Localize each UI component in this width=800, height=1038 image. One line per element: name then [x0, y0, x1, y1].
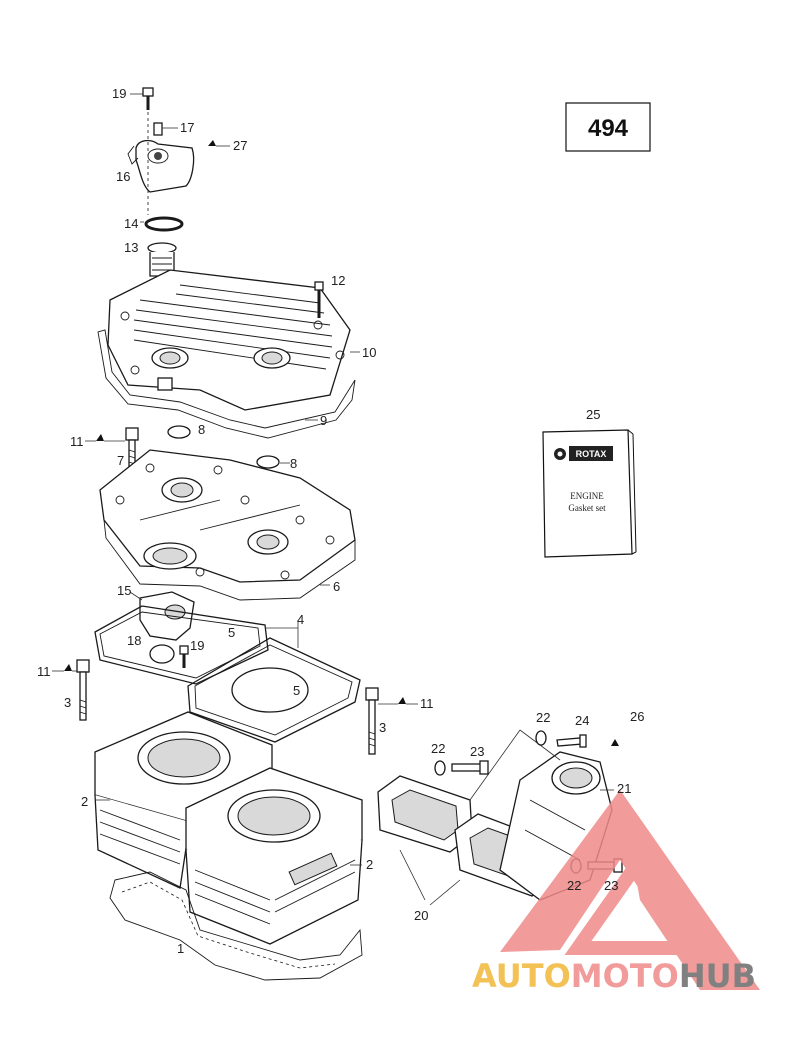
callout-label: 10 — [362, 345, 376, 360]
head-gasket-right — [187, 637, 361, 743]
cylinder-head — [99, 449, 356, 601]
callout-label: 20 — [414, 908, 428, 923]
callout-label: 5 — [293, 683, 300, 698]
base-gasket — [109, 871, 363, 981]
cover-gasket — [97, 329, 356, 439]
watermark-auto: AUTO — [472, 957, 571, 995]
callout-label: 8 — [198, 422, 205, 437]
callout-label: 8 — [290, 456, 297, 471]
callout-label: 25 — [586, 407, 600, 422]
bolt-3-right — [365, 687, 418, 755]
gasket-set-line1: ENGINE — [570, 491, 604, 501]
watermark-moto: MOTO — [571, 957, 679, 995]
callout-label: 23 — [470, 744, 484, 759]
callout-label: 13 — [124, 240, 138, 255]
callout-label: 22 — [536, 710, 550, 725]
callout-label: 23 — [604, 878, 618, 893]
automotohub-watermark: AUTOMOTOHUB — [472, 790, 760, 995]
callout-label: 24 — [575, 713, 589, 728]
svg-text:AUTOMOTOHUB: AUTOMOTOHUB — [472, 957, 756, 995]
cylinder-head-cover — [107, 269, 360, 411]
callout-label: 7 — [117, 453, 124, 468]
callout-label: 12 — [331, 273, 345, 288]
callout-label: 27 — [233, 138, 247, 153]
watermark-hub: HUB — [679, 957, 756, 995]
callout-label: 17 — [180, 120, 194, 135]
callout-label: 22 — [431, 741, 445, 756]
o-ring-8 — [167, 425, 290, 469]
callout-label: 2 — [366, 857, 373, 872]
callout-label: 18 — [127, 633, 141, 648]
callout-label: 11 — [70, 434, 84, 449]
callout-labels: 19 17 27 16 14 13 12 10 9 11 8 7 8 25 6 … — [37, 86, 644, 956]
callout-label: 11 — [37, 664, 51, 679]
callout-label: 15 — [117, 583, 131, 598]
head-gasket-left — [94, 605, 299, 685]
callout-label: 14 — [124, 216, 138, 231]
gasket-set-line2: Gasket set — [568, 503, 606, 513]
cylinder-right — [185, 767, 363, 945]
page-number-box: 494 — [565, 102, 651, 152]
callout-label: 9 — [320, 413, 327, 428]
callout-label: 4 — [297, 612, 304, 627]
bolt-3-left — [52, 659, 90, 721]
thermostat-housing — [127, 87, 230, 215]
callout-label: 5 — [228, 625, 235, 640]
gasket-set-box: ROTAX ENGINE Gasket set — [542, 429, 637, 558]
callout-label: 1 — [177, 941, 184, 956]
thermostat-o-ring — [140, 216, 184, 232]
water-outlet — [129, 591, 195, 668]
callout-label: 11 — [420, 696, 434, 711]
callout-label: 6 — [333, 579, 340, 594]
page-number: 494 — [588, 115, 629, 142]
callout-label: 19 — [190, 638, 204, 653]
rotax-brand-label: ROTAX — [576, 449, 607, 459]
callout-label: 22 — [567, 878, 581, 893]
callout-label: 16 — [116, 169, 130, 184]
callout-label: 26 — [630, 709, 644, 724]
callout-label: 3 — [379, 720, 386, 735]
cylinder-left — [94, 711, 273, 889]
callout-label: 3 — [64, 695, 71, 710]
callout-label: 19 — [112, 86, 126, 101]
callout-label: 21 — [617, 781, 631, 796]
bolt-12 — [314, 281, 324, 318]
callout-label: 2 — [81, 794, 88, 809]
